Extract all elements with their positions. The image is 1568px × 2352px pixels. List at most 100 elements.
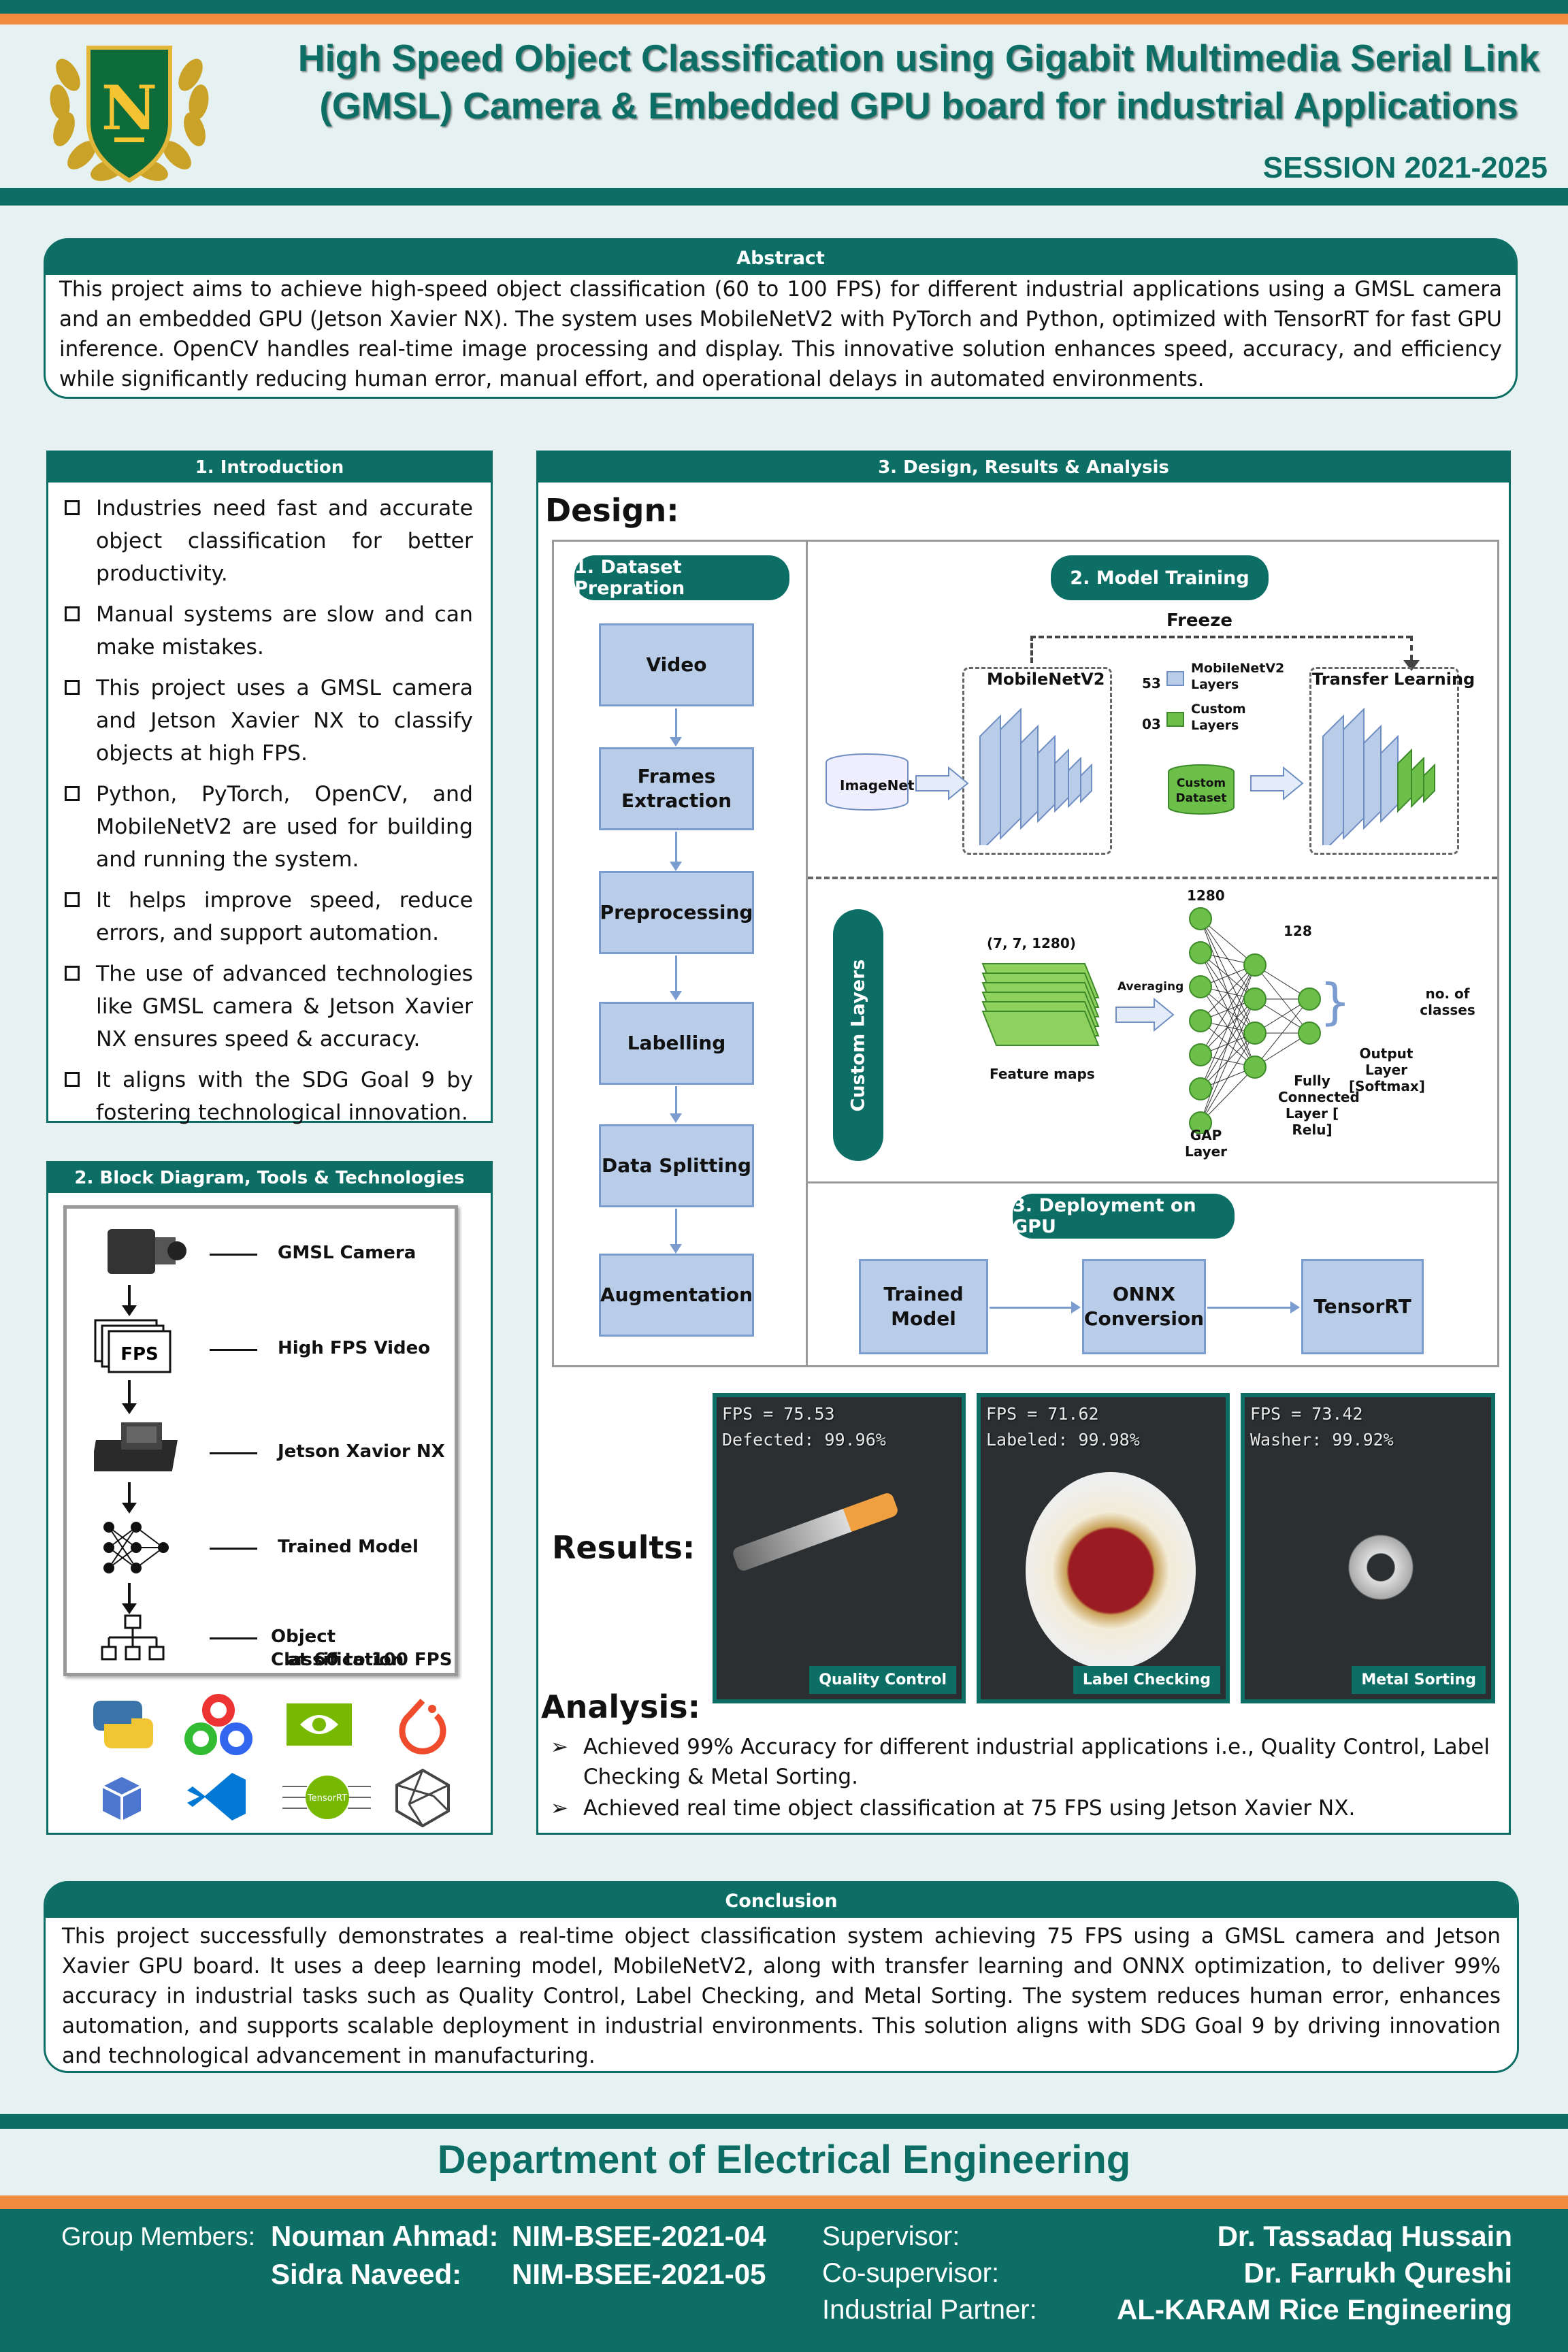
classes-brace: }	[1320, 973, 1351, 1030]
co-supervisor-name: Dr. Farrukh Qureshi	[1243, 2257, 1512, 2289]
transfer-learning-box	[1309, 667, 1459, 855]
footer-band	[0, 2209, 1568, 2352]
list-item: Manual systems are slow and can make mis…	[61, 598, 473, 664]
member-name: Sidra Naveed:	[271, 2258, 462, 2290]
transfer-learning-label: Transfer Learning	[1312, 670, 1475, 689]
supervisor-label: Supervisor:	[822, 2221, 960, 2251]
model-training-title: 2. Model Training	[1051, 555, 1269, 600]
dataset-step-labelling: Labelling	[599, 1002, 754, 1085]
arrow-icon	[1250, 766, 1304, 800]
industrial-partner-name: AL-KARAM Rice Engineering	[1116, 2293, 1512, 2325]
conclusion-text: This project successfully demonstrates a…	[62, 1924, 1501, 2068]
fps-readout: FPS = 71.62	[986, 1404, 1099, 1424]
deployment-title: 3. Deployment on GPU	[1013, 1194, 1235, 1239]
abstract-heading: Abstract	[46, 238, 1516, 275]
mobilenet-layers-icon	[979, 707, 1092, 845]
step-gmsl-camera: GMSL Camera	[278, 1243, 416, 1263]
gap-units: 1280	[1187, 887, 1225, 904]
result-caption: Label Checking	[1073, 1666, 1220, 1694]
custom-layers-title: Custom Layers	[833, 909, 883, 1161]
list-item: It helps improve speed, reduce errors, a…	[61, 884, 473, 949]
abstract-section: Abstract This project aims to achieve hi…	[44, 238, 1518, 399]
dataset-step-video: Video	[599, 623, 754, 706]
design-label: Design:	[545, 492, 679, 529]
neural-network-icon	[103, 1522, 169, 1573]
design-heading: 3. Design, Results & Analysis	[538, 453, 1509, 483]
custom-dataset-label: Custom Dataset	[1175, 777, 1227, 805]
layers-53-count: 53	[1142, 675, 1161, 691]
poster-title: High Speed Object Classification using G…	[297, 37, 1540, 127]
vscode-icon	[187, 1773, 246, 1820]
prediction-readout: Washer: 99.92%	[1250, 1430, 1394, 1450]
footer-orange-stripe	[0, 2195, 1568, 2209]
session-label: SESSION 2021-2025	[1262, 151, 1548, 184]
introduction-list: Industries need fast and accurate object…	[61, 492, 473, 1137]
jetson-board-icon	[94, 1422, 178, 1471]
fps-readout: FPS = 73.42	[1250, 1404, 1363, 1424]
footer-top-band	[0, 2114, 1568, 2129]
prediction-readout: Defected: 99.96%	[722, 1430, 886, 1450]
deploy-step-trained-model: Trained Model	[859, 1259, 988, 1354]
custom-dataset-icon	[1168, 764, 1235, 815]
python-icon	[93, 1701, 153, 1748]
results-label: Results:	[552, 1529, 696, 1566]
fc-layer-label: Fully Connected Layer [ Relu]	[1278, 1073, 1360, 1138]
analysis-label: Analysis:	[541, 1688, 701, 1725]
result-caption: Metal Sorting	[1352, 1666, 1486, 1694]
camera-icon	[108, 1229, 186, 1274]
abstract-text: This project aims to achieve high-speed …	[59, 277, 1502, 391]
dataset-preparation-title: 1. Dataset Prepration	[574, 555, 789, 600]
step-trained-model: Trained Model	[278, 1537, 419, 1557]
logo-letter: N	[101, 72, 157, 144]
fc-units: 128	[1284, 923, 1312, 939]
conclusion-heading: Conclusion	[46, 1881, 1517, 1918]
mobilenet-label: MobileNetV2	[987, 670, 1105, 689]
list-item: Python, PyTorch, OpenCV, and MobileNetV2…	[61, 778, 473, 876]
layers-53-label: MobileNetV2 Layers	[1191, 661, 1285, 692]
freeze-label: Freeze	[1166, 610, 1232, 631]
numpy-icon	[102, 1777, 142, 1820]
introduction-section: 1. Introduction Industries need fast and…	[46, 451, 493, 1125]
onnx-icon	[395, 1768, 450, 1827]
svg-text:FPS: FPS	[120, 1344, 159, 1365]
averaging-label: Averaging	[1117, 980, 1184, 994]
layers-03-count: 03	[1142, 716, 1161, 732]
pytorch-icon	[399, 1698, 446, 1754]
dense-network-icon	[1189, 907, 1321, 1134]
block-diagram-section: 2. Block Diagram, Tools & Technologies G…	[46, 1161, 493, 1835]
dataset-step-augmentation: Augmentation	[599, 1254, 754, 1337]
co-supervisor-label: Co-supervisor:	[822, 2258, 1000, 2288]
layers-03-label: Custom Layers	[1191, 702, 1246, 733]
top-band	[0, 0, 1568, 14]
member-id: NIM-BSEE-2021-05	[512, 2258, 766, 2290]
block-diagram-frame: GMSL Camera FPS High FPS Video Jetson Xa…	[63, 1205, 458, 1676]
university-logo: N	[41, 27, 218, 191]
list-item: The use of advanced technologies like GM…	[61, 958, 473, 1056]
dataset-step-frames: Frames Extraction	[599, 747, 754, 830]
analysis-item: Achieved real time object classification…	[548, 1793, 1490, 1823]
step-jetson: Jetson Xavior NX	[278, 1441, 445, 1462]
imagenet-label: ImageNet	[840, 777, 915, 794]
list-item: This project uses a GMSL camera and Jets…	[61, 672, 473, 770]
feature-maps-label: Feature maps	[990, 1066, 1095, 1082]
result-caption: Quality Control	[809, 1666, 956, 1694]
arrow-icon	[915, 766, 969, 800]
classes-label: no. of classes	[1420, 985, 1475, 1018]
conclusion-section: Conclusion This project successfully dem…	[44, 1881, 1519, 2073]
mobilenet-box	[962, 667, 1112, 855]
list-item: It aligns with the SDG Goal 9 by fosteri…	[61, 1064, 473, 1129]
output-layer-label: Output Layer [Softmax]	[1349, 1045, 1425, 1094]
nvidia-icon	[287, 1703, 352, 1746]
design-section: 3. Design, Results & Analysis Design: 1.…	[536, 451, 1511, 1835]
imagenet-database-icon	[826, 753, 909, 811]
group-members-label: Group Members:	[61, 2223, 256, 2251]
feature-map-shape: (7, 7, 1280)	[987, 935, 1076, 951]
step-fps-range: at 60 to 100 FPS	[287, 1650, 453, 1670]
list-item: Industries need fast and accurate object…	[61, 492, 473, 590]
top-orange-stripe	[0, 14, 1568, 24]
department-name: Department of Electrical Engineering	[437, 2138, 1131, 2182]
svg-text:TensorRT: TensorRT	[307, 1793, 347, 1803]
